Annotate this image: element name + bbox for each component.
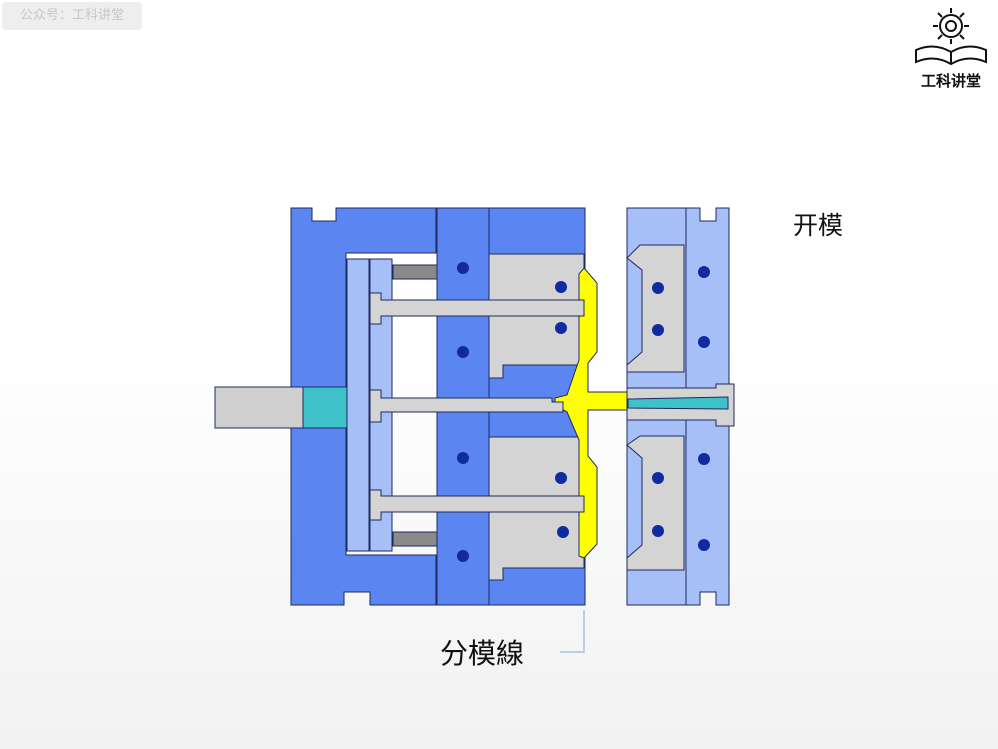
ejector-rod-coupling	[302, 386, 348, 429]
ejector-pin-center	[369, 389, 564, 423]
cooling-channel	[652, 472, 664, 484]
watermark: 公众号：工科讲堂	[2, 2, 142, 30]
mold-state-label: 开模	[793, 211, 844, 240]
cooling-channel	[555, 281, 567, 293]
cooling-channel	[698, 266, 710, 278]
cooling-channel	[652, 525, 664, 537]
cooling-channel	[457, 550, 469, 562]
sprue	[627, 396, 729, 410]
logo-text: 工科讲堂	[920, 72, 981, 90]
cooling-channel	[457, 262, 469, 274]
cooling-channel	[698, 539, 710, 551]
cooling-channel	[652, 282, 664, 294]
cavity-insert-bottom	[626, 435, 685, 571]
cooling-channel	[555, 322, 567, 334]
return-pin-top	[392, 264, 438, 280]
return-pin-bottom	[392, 531, 438, 547]
parting-line-label: 分模線	[440, 637, 525, 670]
cooling-channel	[698, 336, 710, 348]
molded-part	[554, 267, 629, 559]
cooling-channel	[557, 526, 569, 538]
ejector-rod	[214, 386, 304, 429]
moving-clamp-plate	[290, 207, 437, 606]
cooling-channel	[652, 324, 664, 336]
ejector-pin-top	[369, 292, 585, 325]
gear-book-icon	[915, 8, 987, 66]
cavity-insert-top	[626, 244, 685, 373]
cooling-channel	[698, 453, 710, 465]
parting-line-leader	[560, 610, 585, 653]
cooling-channel	[457, 452, 469, 464]
cooling-channel	[555, 472, 567, 484]
cooling-channels	[457, 262, 710, 562]
brand-logo: 工科讲堂	[908, 2, 994, 92]
ejector-retainer-plate	[346, 258, 370, 552]
cooling-channel	[457, 346, 469, 358]
ejector-pin-bottom	[369, 489, 585, 521]
